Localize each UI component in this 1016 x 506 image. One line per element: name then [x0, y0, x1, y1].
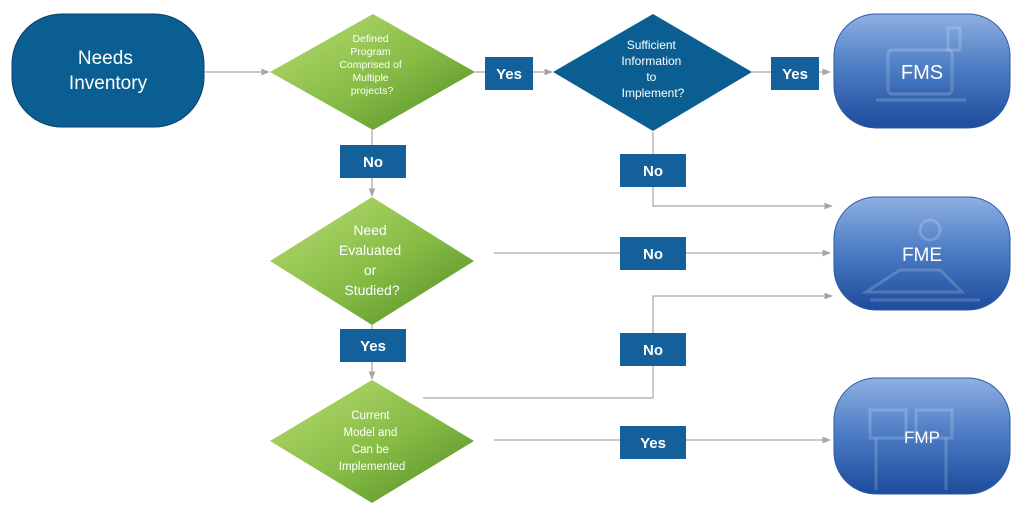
sufficient-info-line-2: Information [621, 54, 681, 68]
tag-program-yes-text: Yes [496, 66, 522, 83]
need-evaluated-line-2: Evaluated [339, 242, 401, 258]
sufficient-information-decision[interactable]: Sufficient Information to Implement? [553, 14, 752, 131]
defined-program-line-2: Program [350, 46, 391, 58]
tag-evaluated-yes-text: Yes [360, 338, 386, 355]
current-model-line-4: Implemented [339, 461, 405, 473]
tag-program-yes: Yes [485, 57, 533, 90]
defined-program-line-5: projects? [351, 85, 394, 97]
sufficient-info-line-3: to [646, 70, 656, 84]
defined-program-line-3: Comprised of [339, 59, 402, 71]
current-model-line-2: Model and [344, 427, 398, 439]
current-model-line-1: Current [351, 410, 390, 422]
sufficient-info-line-4: Implement? [622, 86, 685, 100]
tag-evaluated-yes: Yes [340, 329, 406, 362]
fme-node[interactable]: FME [833, 196, 1011, 311]
need-evaluated-decision[interactable]: Need Evaluated or Studied? [270, 197, 474, 325]
fms-label: FMS [901, 62, 943, 84]
svg-text:Sufficient Information: Sufficient Information to Implement? [621, 38, 684, 100]
tag-evaluated-no-text: No [643, 246, 663, 263]
tag-info-yes-text: Yes [782, 66, 808, 83]
current-model-decision[interactable]: Current Model and Can be Implemented [270, 380, 474, 503]
sufficient-info-line-1: Sufficient [627, 38, 677, 52]
svg-text:Needs Inventory: Needs Inventory [69, 48, 148, 94]
needs-inventory-label-line-2: Inventory [69, 73, 148, 94]
tag-program-no-text: No [363, 154, 383, 171]
tag-info-no: No [620, 154, 686, 187]
svg-text:Need Evaluated or: Need Evaluated or Studied? [339, 222, 405, 298]
need-evaluated-line-1: Need [353, 222, 386, 238]
tag-model-no: No [620, 333, 686, 366]
fme-watermark-icon [860, 218, 980, 302]
tag-model-no-text: No [643, 342, 663, 359]
tag-model-yes-text: Yes [640, 435, 666, 452]
tag-model-yes: Yes [620, 426, 686, 459]
tag-info-no-text: No [643, 163, 663, 180]
defined-program-decision[interactable]: Defined Program Comprised of Multiple pr… [270, 14, 475, 130]
need-evaluated-line-4: Studied? [344, 282, 399, 298]
tag-program-no: No [340, 145, 406, 178]
defined-program-line-4: Multiple [352, 72, 388, 84]
fme-label: FME [902, 245, 942, 266]
tag-info-yes: Yes [771, 57, 819, 90]
current-model-line-3: Can be [352, 444, 389, 456]
fmp-node[interactable]: FMP [833, 377, 1011, 495]
fms-watermark-icon [876, 26, 966, 102]
needs-inventory-node[interactable]: Needs Inventory [11, 13, 205, 128]
svg-text:Current Model and: Current Model and Can be Implemented [339, 410, 405, 473]
fms-node[interactable]: FMS [833, 13, 1011, 129]
tag-evaluated-no: No [620, 237, 686, 270]
needs-inventory-label-line-1: Needs [78, 48, 133, 69]
svg-text:Defined Program Co: Defined Program Comprised of Multiple pr… [339, 33, 404, 97]
fmp-watermark-icon [868, 408, 954, 490]
fmp-label: FMP [904, 428, 940, 447]
defined-program-line-1: Defined [352, 33, 388, 45]
need-evaluated-line-3: or [364, 262, 377, 278]
